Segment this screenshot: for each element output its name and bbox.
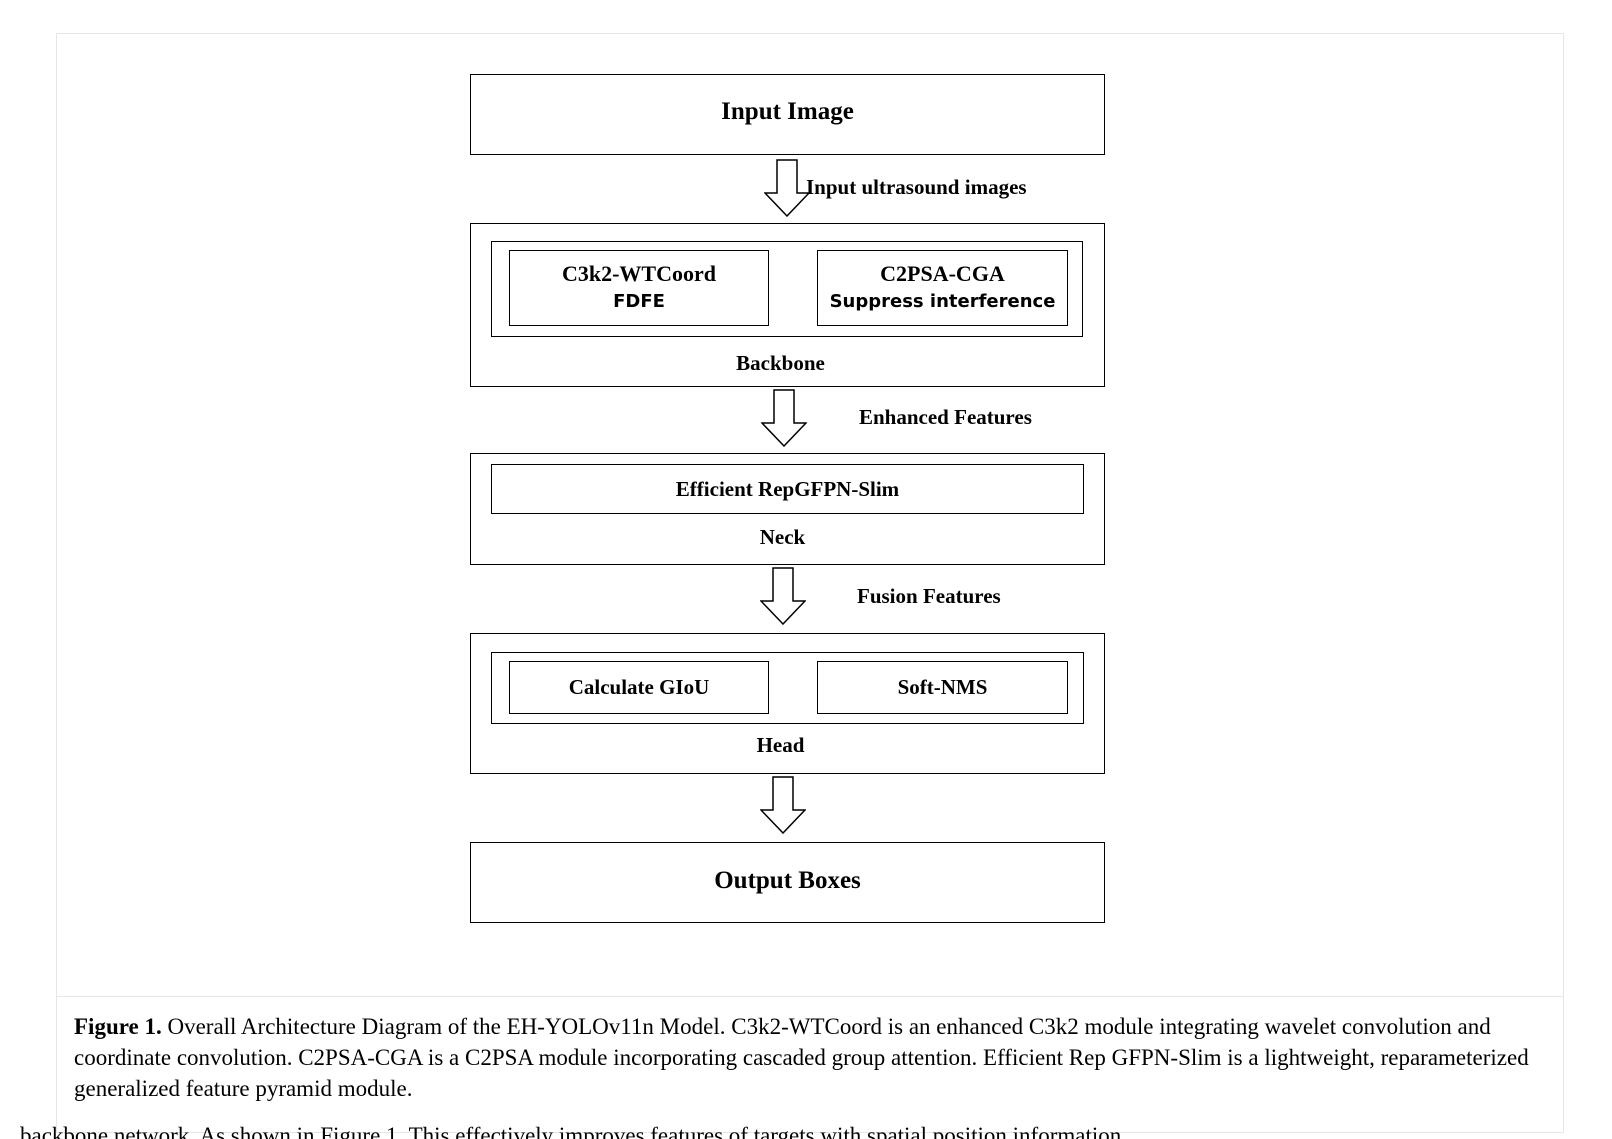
module-c3k2-wtcoord-sub: FDFE [613,291,665,312]
module-c2psa-cga-name: C2PSA-CGA [880,261,1005,286]
figure-caption: Figure 1. Overall Architecture Diagram o… [56,996,1564,1104]
module-c3k2-wtcoord: C3k2-WTCoord FDFE [509,250,769,326]
backbone-inner-box: C3k2-WTCoord FDFE C2PSA-CGA Suppress int… [491,241,1083,337]
module-c2psa-cga: C2PSA-CGA Suppress interference [817,250,1068,326]
output-boxes-label: Output Boxes [714,867,861,894]
body-text-line: backbone network. As shown in Figure 1. … [20,1123,1122,1139]
backbone-box: C3k2-WTCoord FDFE C2PSA-CGA Suppress int… [470,223,1105,387]
module-soft-nms: Soft-NMS [817,661,1068,714]
module-c2psa-cga-sub: Suppress interference [829,291,1056,312]
arrow-label-input-ultrasound: Input ultrasound images [806,175,1027,199]
arrow-label-fusion-features: Fusion Features [857,584,1001,608]
figure-caption-text: Overall Architecture Diagram of the EH-Y… [74,1014,1529,1101]
module-calculate-giou-name: Calculate GIoU [568,675,710,699]
output-boxes-box: Output Boxes [470,842,1105,923]
figure-caption-label: Figure 1. [74,1014,162,1039]
down-arrow-icon-1 [764,159,810,217]
input-image-box: Input Image [470,74,1105,155]
body-text-fragment: backbone network. As shown in Figure 1. … [0,1108,1612,1139]
neck-box: Efficient RepGFPN-Slim Neck [470,453,1105,565]
module-c3k2-wtcoord-name: C3k2-WTCoord [561,261,716,286]
module-efficient-repgfpn-slim: Efficient RepGFPN-Slim [491,464,1084,514]
module-calculate-giou: Calculate GIoU [509,661,769,714]
neck-label: Neck [759,525,806,549]
down-arrow-icon-4 [760,776,806,834]
module-efficient-repgfpn-slim-name: Efficient RepGFPN-Slim [675,477,900,501]
module-soft-nms-name: Soft-NMS [897,675,988,699]
figure-frame [56,33,1564,1133]
down-arrow-icon-2 [761,389,807,447]
down-arrow-icon-3 [760,567,806,625]
backbone-label: Backbone [736,351,825,375]
input-image-label: Input Image [721,98,854,125]
head-box: Calculate GIoU Soft-NMS Head [470,633,1105,774]
head-inner-box: Calculate GIoU Soft-NMS [491,652,1084,724]
arrow-label-enhanced-features: Enhanced Features [859,405,1032,429]
head-label: Head [756,733,805,757]
